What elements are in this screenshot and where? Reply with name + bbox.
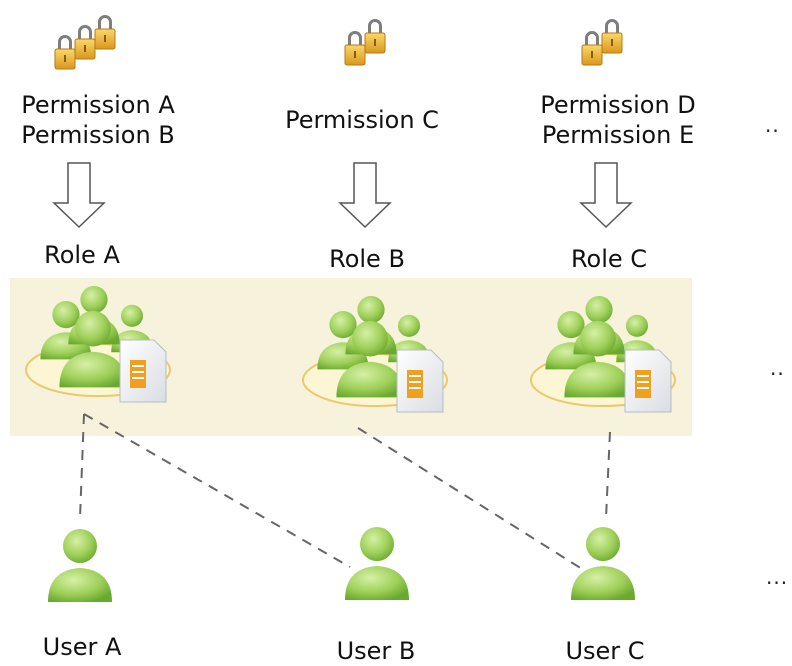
arrow-to-role-c xyxy=(580,162,632,228)
connector-role-c-user-c xyxy=(605,431,611,519)
permission-c-label: Permission C xyxy=(285,106,439,134)
users-more-ellipsis: ... xyxy=(766,565,789,589)
user-b-icon xyxy=(345,527,409,600)
user-a-icon xyxy=(48,529,112,602)
connector-role-b-user-c xyxy=(357,427,583,570)
role-a-label: Role A xyxy=(44,241,120,269)
connector-role-a-user-b xyxy=(83,413,351,568)
permission-label-c: Permission C xyxy=(272,105,452,135)
user-b-label: User B xyxy=(336,637,416,665)
lock-icon-group-c xyxy=(344,18,386,66)
permission-e-label: Permission E xyxy=(541,121,695,149)
role-b-label: Role B xyxy=(329,245,405,273)
arrow-to-role-b xyxy=(339,162,391,228)
user-a-label: User A xyxy=(42,633,122,661)
user-c-icon xyxy=(571,527,635,600)
permission-label-ab: Permission A Permission B xyxy=(8,90,188,150)
roles-more-ellipsis: .. xyxy=(770,356,785,380)
arrow-to-role-a xyxy=(53,162,105,228)
permission-label-de: Permission D Permission E xyxy=(528,90,708,150)
lock-icon-group-a xyxy=(54,14,116,70)
permission-d-label: Permission D xyxy=(540,91,696,119)
permission-a-label: Permission A xyxy=(21,91,175,119)
user-c-label: User C xyxy=(565,637,645,665)
lock-icon-group-de xyxy=(581,18,623,66)
role-c-label: Role C xyxy=(570,245,648,273)
permissions-more-ellipsis: .. xyxy=(765,113,780,137)
permission-b-label: Permission B xyxy=(21,121,175,149)
